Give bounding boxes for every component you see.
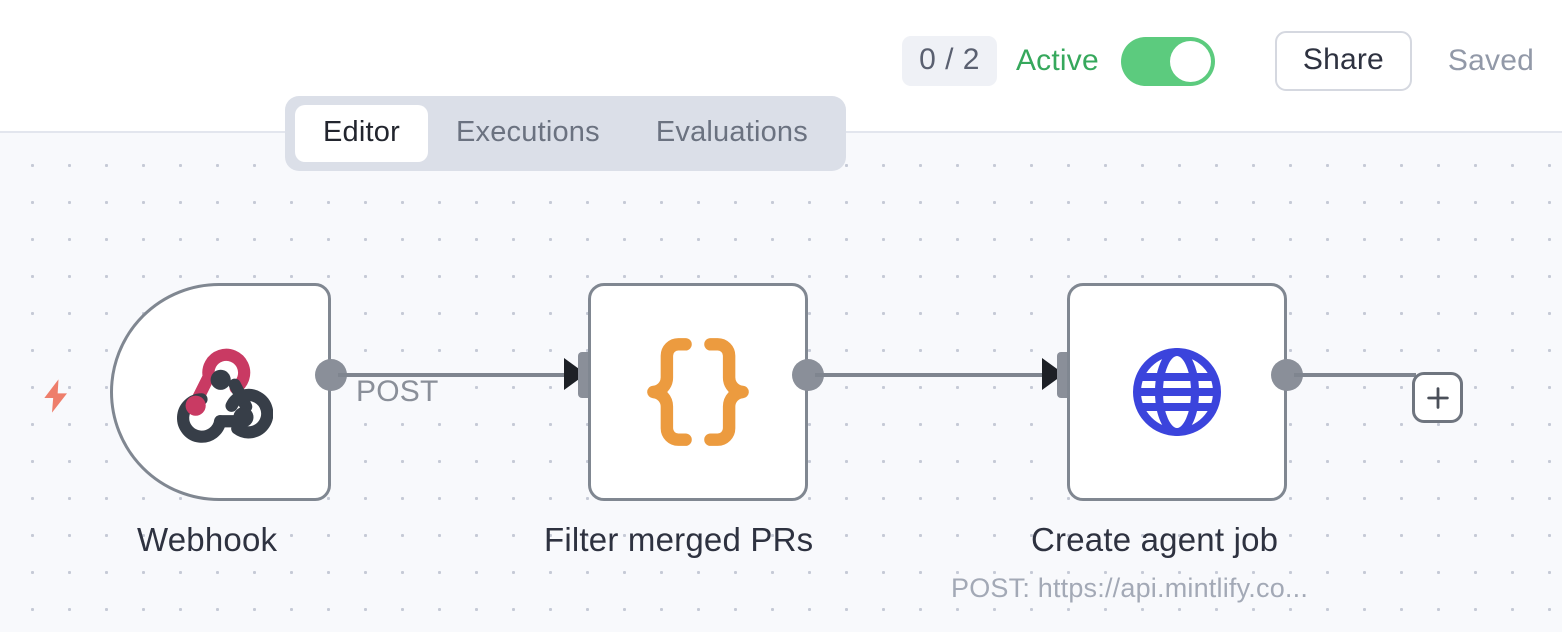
- node-sublabel-create-agent-job: POST: https://api.mintlify.co...: [951, 573, 1309, 603]
- edge-filter-to-http: [815, 373, 1055, 377]
- edge-webhook-to-filter: [338, 373, 578, 377]
- node-filter-merged-prs[interactable]: [588, 283, 808, 501]
- tab-editor[interactable]: Editor: [295, 105, 428, 162]
- active-toggle[interactable]: [1120, 36, 1215, 86]
- lightning-bolt-icon: [36, 370, 76, 427]
- node-webhook[interactable]: [110, 283, 331, 501]
- run-count-badge: 0 / 2: [902, 36, 997, 86]
- curly-braces-icon: [647, 338, 749, 446]
- tab-executions[interactable]: Executions: [455, 116, 600, 148]
- active-toggle-knob: [1169, 40, 1211, 82]
- active-status-label: Active: [1015, 44, 1099, 77]
- webhook-logo-icon: [176, 348, 273, 443]
- node-label-create-agent-job: Create agent job: [1031, 521, 1279, 558]
- tab-bar: Editor Executions Evaluations: [285, 96, 846, 171]
- plus-icon: [1426, 386, 1449, 409]
- edge-http-to-add: [1294, 373, 1416, 377]
- node-label-webhook: Webhook: [137, 521, 278, 558]
- node-label-filter: Filter merged PRs: [544, 521, 814, 558]
- node-create-agent-job[interactable]: [1067, 283, 1287, 501]
- header-actions: 0 / 2 Active Share Saved: [902, 0, 1534, 122]
- edge-label-post: POST: [352, 377, 443, 407]
- workflow-canvas[interactable]: POST: [0, 133, 1562, 632]
- tab-evaluations[interactable]: Evaluations: [655, 116, 808, 148]
- share-button[interactable]: Share: [1274, 31, 1412, 91]
- add-node-button[interactable]: [1412, 372, 1463, 423]
- saved-status-label: Saved: [1447, 44, 1534, 77]
- globe-icon: [1133, 348, 1221, 436]
